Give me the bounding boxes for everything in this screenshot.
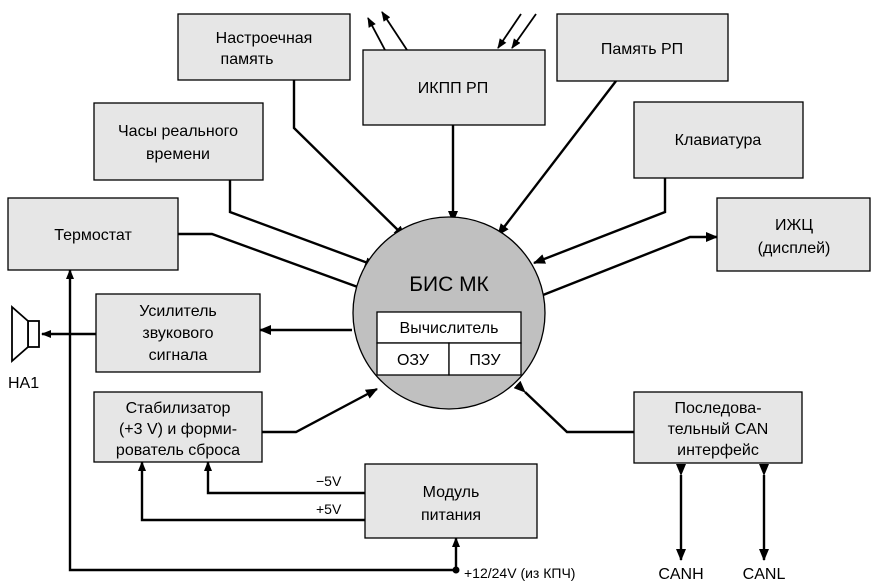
block-tuning-memory: Настроечная память [177,13,351,81]
tuning-memory-line2: память [221,51,274,68]
block-memory-rp: Память РП [556,13,729,82]
plus5-line [138,461,365,522]
block-rtc: Часы реального времени [93,102,264,181]
antenna-out-1 [367,17,386,51]
rtc-line1: Часы реального [118,123,238,140]
supply-label: +12/24V (из КПЧ) [464,565,575,581]
supply-line [66,269,456,572]
ram-box [376,342,450,376]
memory-rp-label: Память РП [601,41,683,58]
power-module-line1: Модуль [423,484,480,501]
block-thermostat: Термостат [7,197,179,271]
minus5-label: −5V [316,473,342,489]
link-lcd [542,232,718,297]
power-module-line2: питания [421,507,481,524]
stabilizer-line3: рователь сброса [116,442,240,459]
speaker-label: HA1 [8,375,39,392]
rom-label: ПЗУ [469,352,501,369]
minus5-line [204,461,365,495]
amplifier-line1: Усилитель [139,303,217,320]
lcd-line2: (дисплей) [758,240,831,257]
link-memory-rp [497,69,627,236]
link-keyboard [533,167,670,265]
link-rtc [225,169,377,268]
link-stabilizer [262,387,378,434]
supply-node [452,566,460,574]
antenna-out-2 [381,11,408,51]
canl-label: CANL [743,566,786,582]
stabilizer-line1: Стабилизатор [126,400,231,417]
mcu-block: БИС МК Вычислитель ОЗУ ПЗУ [352,216,546,410]
mcu-title: БИС МК [409,273,489,296]
rtc-line2: времени [146,146,210,163]
antenna-in-1 [497,13,522,49]
stabilizer-line2: (+3 V) и форми- [119,421,237,438]
block-stabilizer: Стабилизатор (+3 V) и форми- рователь сб… [93,391,263,463]
serial-can-line2: тельный CAN [668,421,769,438]
connectors [41,11,769,574]
amplifier-line2: звукового [142,325,213,342]
speaker-icon [11,305,40,363]
calculator-label: Вычислитель [400,320,499,337]
plus5-label: +5V [316,501,342,517]
block-amplifier: Усилитель звукового сигнала [95,293,261,373]
block-power-module: Модуль питания [364,463,538,539]
canh-label: CANH [658,566,703,582]
block-keyboard: Клавиатура [633,101,804,179]
keyboard-label: Клавиатура [675,132,762,149]
block-lcd: ИЖЦ (дисплей) [716,197,871,272]
link-thermostat [167,229,367,292]
link-can [513,380,634,434]
serial-can-line1: Последова- [674,400,761,417]
ikpp-label: ИКПП РП [418,80,488,97]
lcd-line1: ИЖЦ [775,217,813,234]
antenna-in-2 [511,13,537,49]
thermostat-label: Термостат [54,227,132,244]
amplifier-line3: сигнала [149,347,208,364]
rom-box [448,342,522,376]
block-ikpp: ИКПП РП [362,49,546,126]
serial-can-line3: интерфейс [677,442,759,459]
tuning-memory-line1: Настроечная [216,30,313,47]
block-serial-can: Последова- тельный CAN интерфейс [633,391,803,464]
ram-label: ОЗУ [397,352,430,369]
